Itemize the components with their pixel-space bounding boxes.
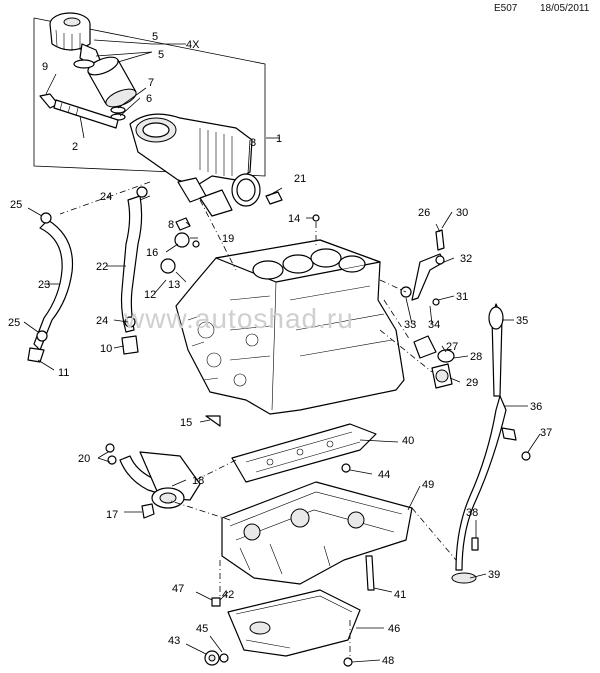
callout-13: 13 [168,279,180,291]
callout-19: 19 [222,233,234,245]
callout-9: 9 [42,61,48,73]
callout-47: 47 [172,583,184,595]
callout-37: 37 [540,427,552,439]
callout-6: 6 [146,93,152,105]
small-fasteners [105,191,479,667]
assembly-lines [59,181,457,660]
callout-24a: 24 [100,191,112,203]
diagram-code: E507 [494,3,518,14]
callout-30: 30 [456,207,468,219]
leader-lines [23,39,541,663]
callout-8: 8 [168,219,174,231]
callout-29: 29 [466,377,478,389]
callout-27: 27 [446,341,458,353]
callout-42: 42 [222,589,234,601]
turbo-oil-feed-pipe [27,212,74,363]
oil-filter-housing [129,113,261,217]
inset-box [33,17,266,177]
callout-14: 14 [288,213,300,225]
diagram-date: 18/05/2011 [540,3,590,14]
callout-46: 46 [388,623,400,635]
callout-3: 3 [250,137,256,149]
dipstick-tube [451,303,531,584]
engine-block [175,239,405,415]
callout-24b: 24 [96,315,108,327]
callout-1: 1 [276,133,282,145]
callout-25b: 25 [8,317,20,329]
callout-2: 2 [72,141,78,153]
callout-28: 28 [470,351,482,363]
callout-32: 32 [460,253,472,265]
watermark: www.autoshad.ru [123,303,354,334]
callout-38: 38 [466,507,478,519]
callout-34: 34 [428,319,440,331]
callout-48: 48 [382,655,394,667]
drain-plug-sensor [39,93,119,129]
callout-26: 26 [418,207,430,219]
callout-5a: 5 [152,31,158,43]
oil-cooler-fittings [413,335,455,389]
callout-15: 15 [180,417,192,429]
callout-11: 11 [58,367,69,379]
oil-filter-cap [49,12,101,65]
turbo-oil-return-pipe [120,186,148,355]
callout-20: 20 [78,453,90,465]
callout-31: 31 [456,291,468,303]
callout-22: 22 [96,261,108,273]
callout-35: 35 [516,315,528,327]
callout-4x: 4X [186,39,200,51]
o-rings [73,59,126,121]
callout-labels: 1 2 3 4X 5 5 6 7 8 9 10 11 12 13 14 15 1… [8,31,552,667]
callout-44: 44 [378,469,390,481]
oil-pressure-pipe-right [400,229,445,306]
callout-10: 10 [100,343,112,355]
callout-41: 41 [394,589,406,601]
callout-5b: 5 [158,49,164,61]
baffle-plate [231,423,377,483]
callout-40: 40 [402,435,414,447]
callout-21: 21 [294,173,306,185]
callout-43: 43 [168,635,180,647]
oil-pan-lower [204,589,361,666]
callout-17: 17 [106,509,118,521]
oil-pan-upper [221,481,413,585]
callout-16: 16 [146,247,158,259]
callout-25a: 25 [10,199,22,211]
callout-18: 18 [192,475,204,487]
callout-49: 49 [422,479,434,491]
callout-7: 7 [148,77,154,89]
oil-pickup-tube [119,451,201,519]
callout-39: 39 [488,569,500,581]
callout-23: 23 [38,279,50,291]
callout-33: 33 [404,319,416,331]
oil-filter-element [87,56,137,108]
callout-36: 36 [530,401,542,413]
callout-12: 12 [144,289,156,301]
callout-45: 45 [196,623,208,635]
